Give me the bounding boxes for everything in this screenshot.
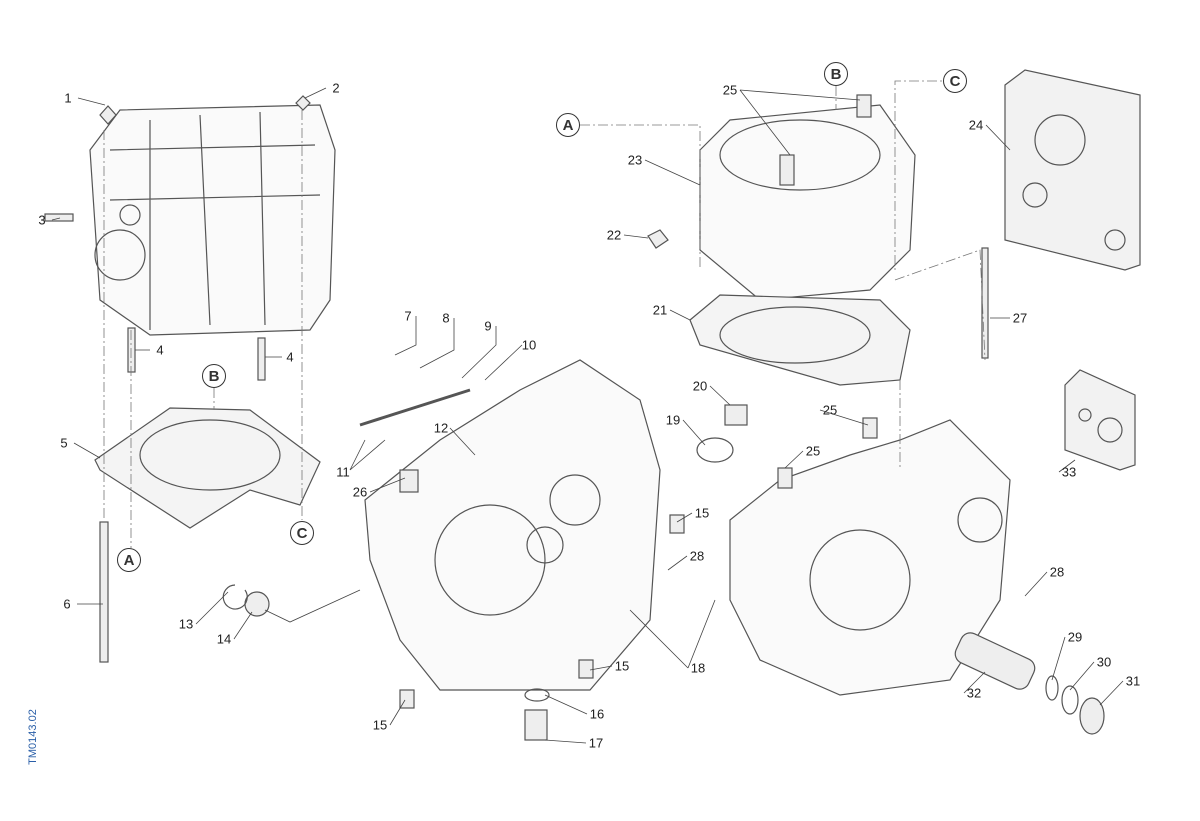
callout-15: 15	[614, 658, 630, 674]
alignment-mark-b: B	[824, 62, 848, 86]
callout-25: 25	[822, 402, 838, 418]
alignment-mark-b: B	[202, 364, 226, 388]
callout-28: 28	[1049, 564, 1065, 580]
callout-32: 32	[966, 685, 982, 701]
callout-30: 30	[1096, 654, 1112, 670]
callout-29: 29	[1067, 629, 1083, 645]
callout-4: 4	[156, 342, 164, 358]
alignment-mark-c: C	[290, 521, 314, 545]
cylinder-base-gasket	[689, 294, 911, 386]
alignment-lines	[103, 80, 986, 548]
callout-9: 9	[484, 318, 492, 334]
callout-1: 1	[64, 90, 72, 106]
callout-6: 6	[63, 596, 71, 612]
callout-13: 13	[178, 616, 194, 632]
small-parts	[222, 229, 1105, 741]
callout-8: 8	[442, 310, 450, 326]
callout-3: 3	[38, 212, 46, 228]
callout-26: 26	[352, 484, 368, 500]
callout-18: 18	[690, 660, 706, 676]
callout-21: 21	[652, 302, 668, 318]
left-crankcase	[364, 359, 661, 691]
callout-28: 28	[689, 548, 705, 564]
gasket-kits	[1004, 69, 1141, 471]
cylinder	[699, 94, 916, 301]
leader-lines	[51, 87, 1124, 744]
callout-7: 7	[404, 308, 412, 324]
callout-25: 25	[722, 82, 738, 98]
callout-27: 27	[1012, 310, 1028, 326]
callout-10: 10	[521, 337, 537, 353]
callout-23: 23	[627, 152, 643, 168]
callout-5: 5	[60, 435, 68, 451]
callout-12: 12	[433, 420, 449, 436]
drawing-reference-code: TM0143.02	[27, 709, 39, 765]
callout-22: 22	[606, 227, 622, 243]
callout-16: 16	[589, 706, 605, 722]
cylinder-head-gasket	[94, 407, 321, 529]
callout-14: 14	[216, 631, 232, 647]
callout-4: 4	[286, 349, 294, 365]
callout-33: 33	[1061, 464, 1077, 480]
cylinder-head	[89, 95, 336, 336]
callout-17: 17	[588, 735, 604, 751]
callout-25: 25	[805, 443, 821, 459]
alignment-mark-a: A	[117, 548, 141, 572]
callout-15: 15	[372, 717, 388, 733]
callout-15: 15	[694, 505, 710, 521]
alignment-mark-c: C	[943, 69, 967, 93]
callout-24: 24	[968, 117, 984, 133]
callout-20: 20	[692, 378, 708, 394]
alignment-mark-a: A	[556, 113, 580, 137]
callout-31: 31	[1125, 673, 1141, 689]
callout-2: 2	[332, 80, 340, 96]
callout-19: 19	[665, 412, 681, 428]
callout-11: 11	[336, 464, 350, 480]
